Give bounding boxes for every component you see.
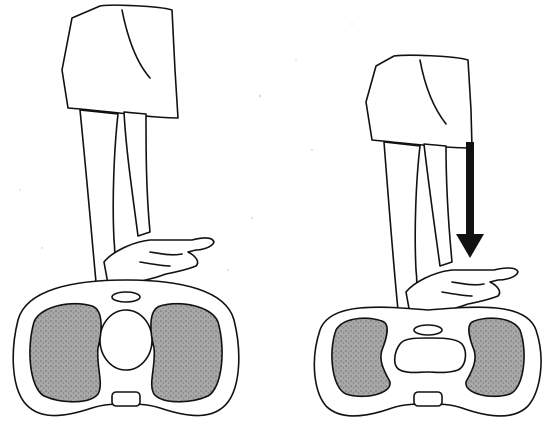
down-arrow-icon xyxy=(456,142,484,258)
panel-right xyxy=(314,55,541,416)
spine-left xyxy=(112,392,140,406)
lung-left-left xyxy=(151,304,222,402)
sternum-left xyxy=(112,292,140,302)
panel-left xyxy=(13,5,239,415)
sternum-right xyxy=(414,325,442,335)
lung-right-right xyxy=(332,318,390,396)
lung-left-right xyxy=(466,318,524,396)
heart-left xyxy=(100,310,152,370)
heart-right xyxy=(395,338,466,373)
spine-right xyxy=(414,392,442,406)
rescuer-shorts-left xyxy=(62,5,178,118)
rescuer-shorts-right xyxy=(366,55,472,148)
lung-right-left xyxy=(30,304,101,402)
rescuer-arm-back-right xyxy=(424,144,452,266)
rescuer-hands-left xyxy=(104,238,214,284)
rescuer-arm-back-left xyxy=(124,112,150,236)
